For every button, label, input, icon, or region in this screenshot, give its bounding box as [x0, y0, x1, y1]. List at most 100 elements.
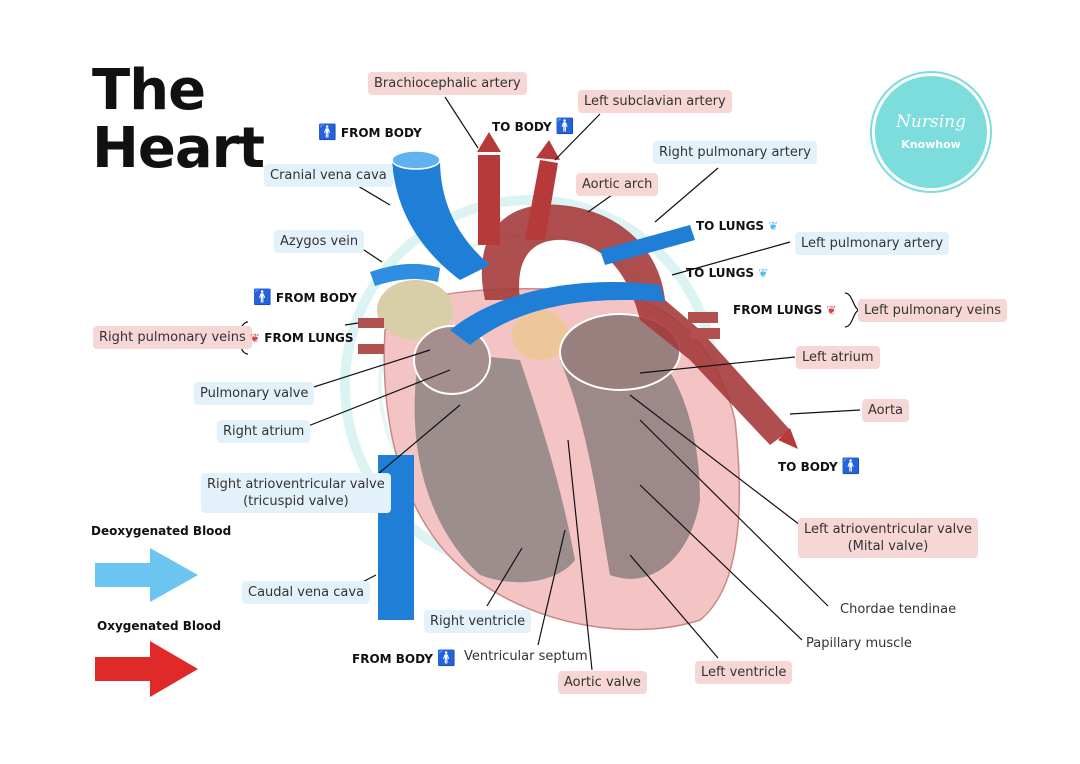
- left-pulmonary-vein-2: [690, 328, 720, 339]
- leader-cranial-vena-cava: [357, 185, 391, 206]
- label-left-av-valve-line2: (Mital valve): [847, 539, 929, 554]
- lungs-icon: ❦: [768, 219, 779, 233]
- legend-deoxygenated-label: Deoxygenated Blood: [91, 524, 232, 538]
- lungs-icon: ❦: [826, 303, 837, 317]
- right-pulmonary-vein-2: [358, 344, 384, 354]
- flow-to-lungs-1-text: TO LUNGS: [696, 219, 765, 233]
- logo-text-nursing: Nursing: [896, 112, 966, 132]
- label-right-ventricle: Right ventricle: [424, 610, 532, 633]
- flow-from-lungs-left-text: FROM LUNGS: [264, 331, 354, 345]
- right-pulmonary-vein-1: [358, 318, 384, 328]
- label-aortic-valve: Aortic valve: [558, 671, 647, 694]
- label-right-atrium: Right atrium: [217, 420, 311, 443]
- flow-from-body-top-text: FROM BODY: [340, 126, 422, 140]
- leader-right-av-valve: [364, 404, 461, 486]
- cranial-vena-cava-opening: [391, 150, 441, 170]
- label-left-pulmonary-artery: Left pulmonary artery: [795, 232, 950, 255]
- person-icon: 🚹: [318, 123, 337, 141]
- label-papillary-muscle: Papillary muscle: [806, 636, 912, 651]
- label-caudal-vena-cava: Caudal vena cava: [242, 581, 371, 604]
- flow-from-body-mid-text: FROM BODY: [275, 291, 357, 305]
- label-left-av-valve-line1: Left atrioventricular valve: [804, 522, 972, 537]
- flow-to-body-top: TO BODY 🚹: [492, 117, 575, 135]
- label-right-pulmonary-artery: Right pulmonary artery: [653, 141, 817, 164]
- arrow-head-brachiocephalic: [477, 132, 501, 152]
- label-left-av-valve: Left atrioventricular valve (Mital valve…: [798, 518, 978, 558]
- leader-subclavian: [554, 113, 601, 161]
- label-right-pulmonary-veins: Right pulmonary veins: [93, 326, 252, 349]
- legend-deoxygenated-arrow: [95, 548, 198, 602]
- logo-text-knowhow: Knowhow: [901, 138, 961, 151]
- leader-ventricular-septum: [537, 529, 566, 646]
- lungs-icon: ❦: [758, 266, 769, 280]
- leader-right-ventricle: [486, 547, 523, 607]
- flow-from-body-mid: 🚹 FROM BODY: [253, 288, 357, 306]
- flow-to-lungs-1: TO LUNGS ❦: [696, 219, 778, 233]
- flow-from-body-top: 🚹 FROM BODY: [318, 123, 422, 141]
- label-azygos-vein: Azygos vein: [274, 230, 365, 253]
- leader-right-pulmonary-veins: [344, 322, 359, 326]
- flow-to-lungs-2-text: TO LUNGS: [686, 266, 755, 280]
- label-right-av-valve-line2: (tricuspid valve): [243, 494, 349, 509]
- title-line-1: The: [92, 58, 206, 123]
- legend-oxygenated-arrow: [95, 641, 198, 697]
- flow-to-body-bottom-text: TO BODY: [778, 460, 838, 474]
- label-ventricular-septum: Ventricular septum: [464, 649, 588, 664]
- label-left-ventricle: Left ventricle: [695, 661, 793, 684]
- leader-left-atrium: [639, 356, 796, 374]
- left-subclavian-vessel: [525, 160, 558, 240]
- arrow-head-subclavian: [536, 140, 560, 160]
- page-title: The Heart: [92, 58, 265, 181]
- azygos-vein-vessel: [370, 263, 440, 286]
- label-brachiocephalic-artery: Brachiocephalic artery: [368, 72, 527, 95]
- leader-lines: [232, 96, 861, 671]
- leader-aortic-arch: [587, 194, 613, 213]
- leader-left-av-valve: [629, 394, 801, 526]
- label-chordae-tendinae: Chordae tendinae: [840, 602, 957, 617]
- nursing-knowhow-logo: Nursing Knowhow: [872, 73, 990, 191]
- leader-papillary: [639, 484, 803, 641]
- leader-left-pulmonary-artery: [671, 241, 791, 276]
- lungs-icon: ❦: [250, 331, 261, 345]
- flow-from-body-bottom-text: FROM BODY: [352, 652, 433, 666]
- flow-to-body-top-text: TO BODY: [492, 120, 552, 134]
- label-left-atrium: Left atrium: [796, 346, 880, 369]
- flow-from-lungs-right-text: FROM LUNGS: [733, 303, 823, 317]
- leader-aorta: [789, 409, 861, 415]
- fat-tissue-center: [512, 310, 568, 360]
- label-left-pulmonary-veins: Left pulmonary veins: [858, 299, 1008, 322]
- flow-to-body-bottom: TO BODY 🚹: [778, 457, 861, 475]
- brachiocephalic-vessel: [478, 155, 500, 245]
- leader-right-pulmonary-artery: [654, 167, 719, 223]
- legend-oxygenated-label: Oxygenated Blood: [97, 619, 222, 633]
- flow-from-lungs-left: ❦ FROM LUNGS: [250, 331, 354, 345]
- person-icon: 🚹: [555, 117, 575, 135]
- leader-chordae: [639, 419, 829, 607]
- leader-aortic-valve: [567, 439, 593, 671]
- label-right-av-valve-line1: Right atrioventricular valve: [207, 477, 385, 492]
- label-right-av-valve: Right atrioventricular valve (tricuspid …: [201, 473, 391, 513]
- left-ventricle-chamber: [560, 335, 700, 579]
- person-icon: 🚹: [253, 288, 272, 306]
- person-icon: 🚹: [437, 649, 456, 667]
- pulmonary-artery-vessel: [450, 282, 665, 345]
- person-icon: 🚹: [841, 457, 861, 475]
- arrow-head-aorta: [778, 428, 798, 449]
- left-pulmonary-vein-1: [688, 312, 718, 323]
- leader-brachiocephalic: [444, 96, 479, 149]
- label-aortic-arch: Aortic arch: [576, 173, 659, 196]
- leader-left-ventricle: [629, 554, 719, 659]
- label-aorta: Aorta: [862, 399, 910, 422]
- fat-tissue-right: [377, 280, 453, 340]
- label-left-subclavian-artery: Left subclavian artery: [578, 90, 732, 113]
- title-line-2: Heart: [92, 116, 265, 181]
- flow-from-lungs-right: FROM LUNGS ❦: [733, 303, 837, 317]
- leader-pulmonary-valve: [297, 349, 431, 393]
- right-ventricle-chamber: [414, 350, 575, 583]
- flow-from-body-bottom: FROM BODY 🚹: [352, 649, 456, 667]
- cranial-vena-cava-vessel: [392, 160, 490, 280]
- label-pulmonary-valve: Pulmonary valve: [194, 382, 315, 405]
- flow-to-lungs-2: TO LUNGS ❦: [686, 266, 768, 280]
- right-pulmonary-artery-vessel: [600, 225, 695, 265]
